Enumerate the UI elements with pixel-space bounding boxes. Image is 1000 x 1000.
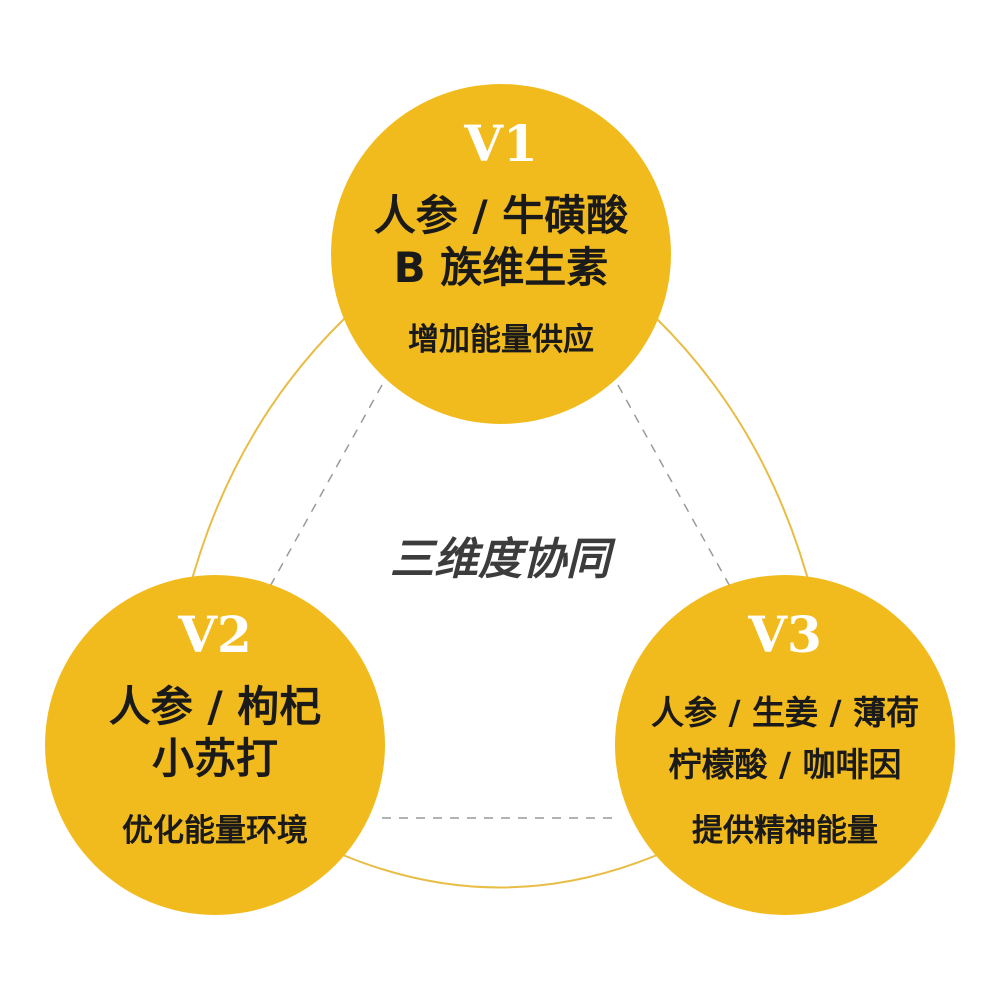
ingredient-line: 小苏打: [151, 734, 278, 783]
node-v3: V3 人参 / 生姜 / 薄荷 柠檬酸 / 咖啡因 提供精神能量: [615, 575, 955, 915]
node-function-label: 优化能量环境: [122, 813, 308, 849]
node-ingredients: 人参 / 生姜 / 薄荷 柠檬酸 / 咖啡因: [615, 687, 955, 791]
dashed-link-v1-v3: [617, 384, 733, 591]
node-ingredients: 人参 / 枸杞 小苏打: [45, 681, 385, 785]
node-v1: V1 人参 / 牛磺酸 B 族维生素 增加能量供应: [331, 84, 671, 424]
dashed-link-v1-v2: [267, 384, 383, 591]
outer-arc-right: [655, 317, 814, 599]
node-version-label: V1: [464, 114, 538, 173]
center-label: 三维度协同: [390, 534, 610, 585]
node-v2: V2 人参 / 枸杞 小苏打 优化能量环境: [45, 575, 385, 915]
ingredient-line: 人参 / 牛磺酸: [373, 191, 629, 240]
outer-arc-bottom: [342, 854, 658, 889]
node-ingredients: 人参 / 牛磺酸 B 族维生素: [331, 190, 671, 294]
ingredient-line: 人参 / 生姜 / 薄荷: [650, 693, 920, 732]
ingredient-line: 人参 / 枸杞: [108, 682, 322, 731]
ingredient-line: B 族维生素: [393, 243, 609, 292]
node-function-label: 增加能量供应: [408, 322, 594, 358]
node-version-label: V2: [178, 605, 252, 664]
node-version-label: V3: [748, 605, 822, 664]
ingredient-line: 柠檬酸 / 咖啡因: [668, 745, 902, 784]
outer-arc-left: [186, 317, 346, 599]
node-function-label: 提供精神能量: [692, 813, 878, 849]
